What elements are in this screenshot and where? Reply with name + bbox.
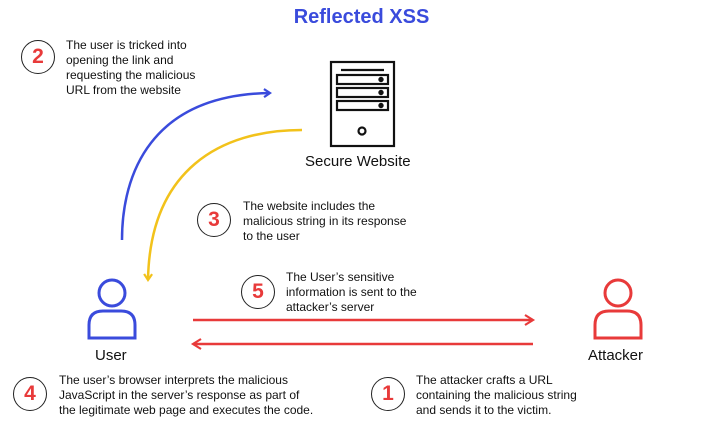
step-1-text: The attacker crafts a URL containing the… xyxy=(416,373,577,417)
blue-request-arrow xyxy=(120,88,272,241)
server-icon xyxy=(329,60,396,148)
step-2-number: 2 xyxy=(21,40,55,74)
step-2-text: The user is tricked into opening the lin… xyxy=(66,38,196,97)
step-4-text: The user’s browser interprets the malici… xyxy=(59,373,314,417)
step-3-text: The website includes the malicious strin… xyxy=(243,199,407,243)
step-1-number: 1 xyxy=(371,377,405,411)
user-person-icon xyxy=(87,278,137,340)
attacker-person-icon xyxy=(593,278,643,340)
yellow-response-arrow xyxy=(143,128,303,282)
attacker-label: Attacker xyxy=(588,347,644,364)
step-4-number: 4 xyxy=(13,377,47,411)
server-label: Secure Website xyxy=(305,153,411,170)
step-3-number: 3 xyxy=(197,203,231,237)
step-5-number: 5 xyxy=(241,275,275,309)
user-label: User xyxy=(95,347,127,364)
step-5-text: The User’s sensitive information is sent… xyxy=(286,270,417,314)
diagram-title: Reflected XSS xyxy=(293,6,430,28)
